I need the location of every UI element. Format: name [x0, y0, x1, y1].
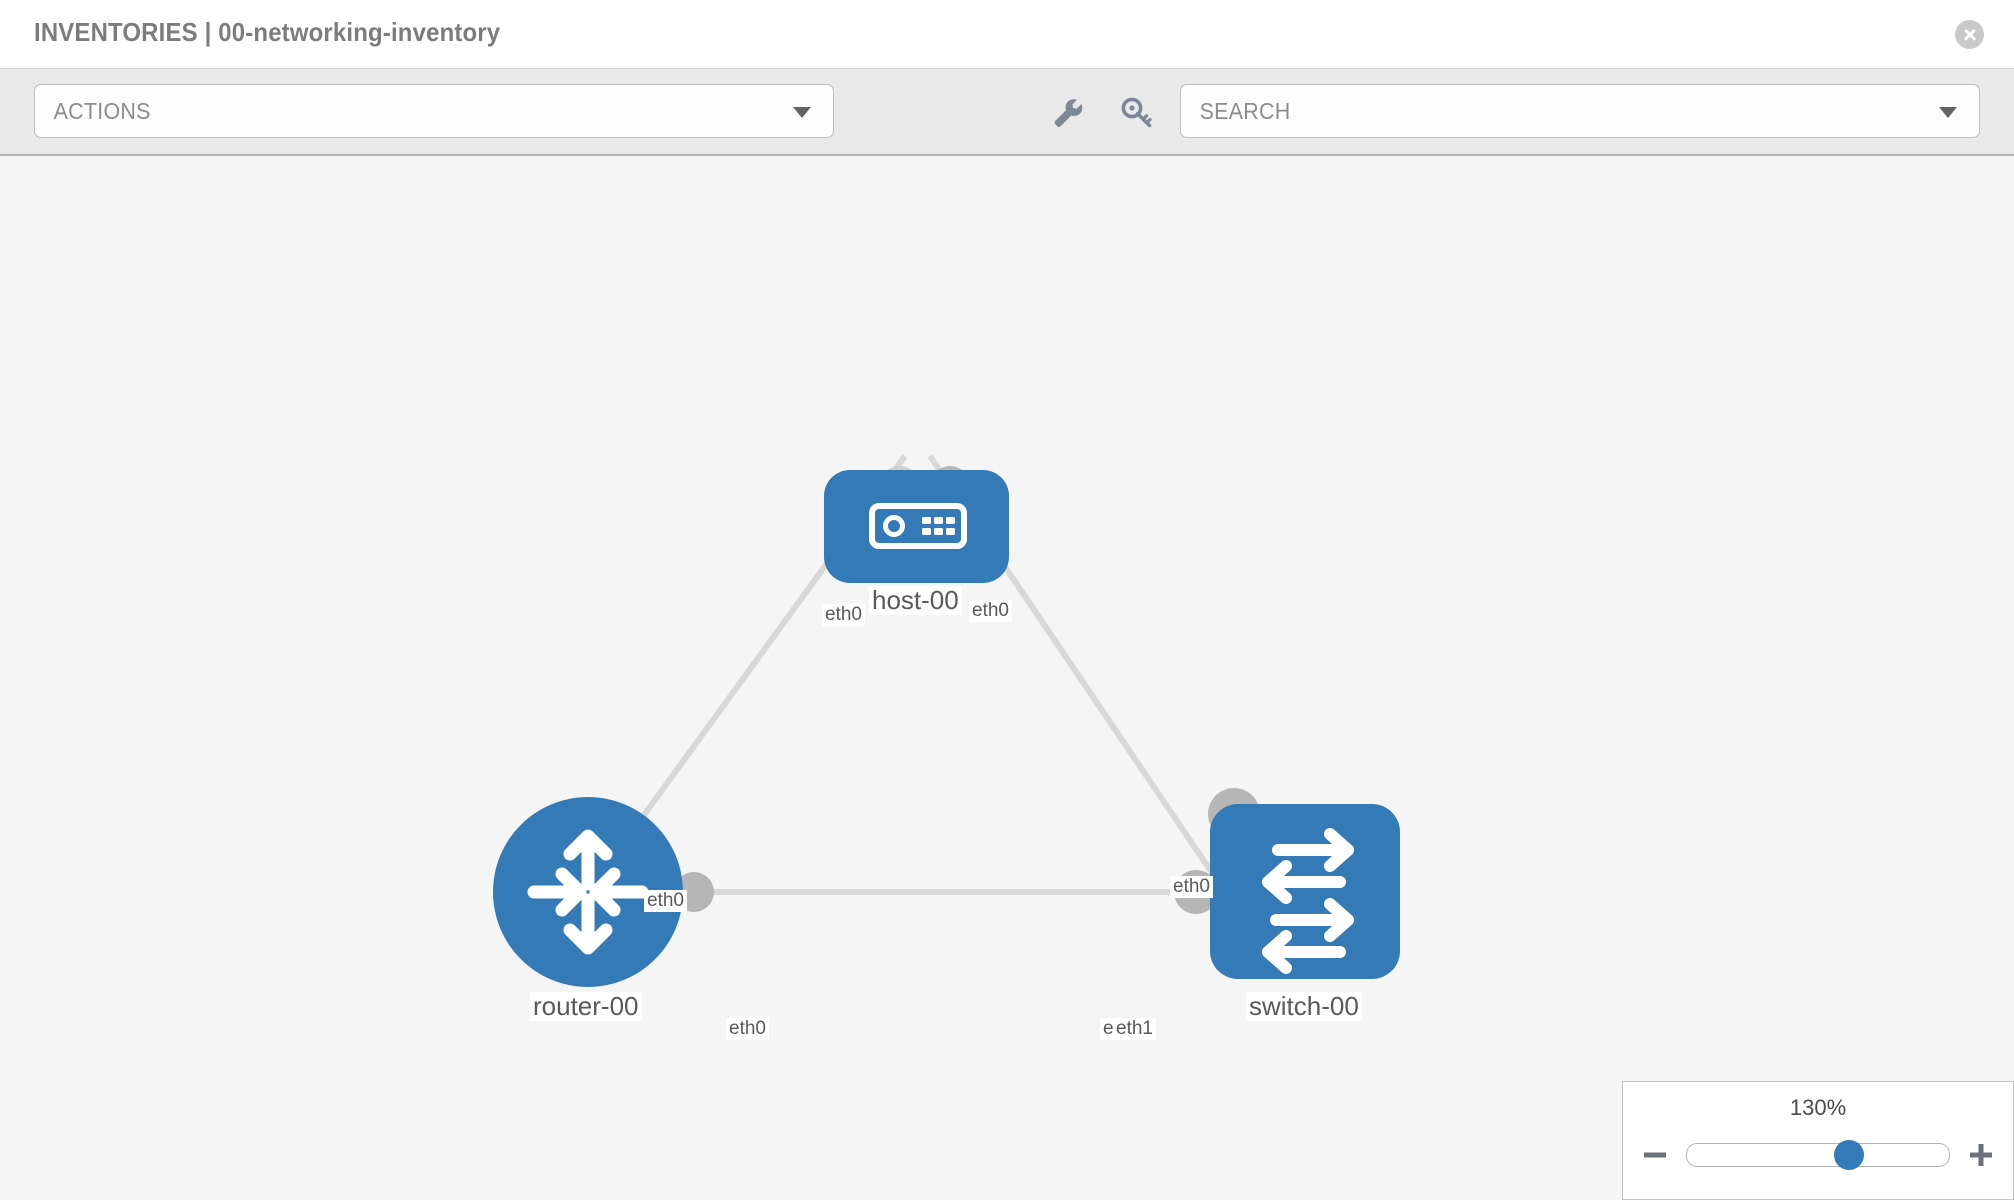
chevron-down-icon: [1939, 107, 1957, 118]
window-header: INVENTORIES | 00-networking-inventory: [0, 0, 2014, 68]
key-icon[interactable]: [1118, 93, 1158, 133]
actions-dropdown-label: ACTIONS: [53, 97, 151, 124]
chevron-down-icon: [793, 107, 811, 118]
node-router-00[interactable]: [493, 797, 683, 987]
zoom-slider-track[interactable]: [1686, 1140, 1950, 1170]
edge-label-host-switch-to: eth0: [1170, 876, 1213, 898]
wrench-icon[interactable]: [1047, 93, 1087, 133]
edge-label-router-switch-from: eth0: [726, 1018, 769, 1040]
zoom-slider-thumb[interactable]: [1834, 1140, 1865, 1170]
node-label-host-00: host-00: [869, 586, 962, 616]
node-switch-00[interactable]: [1210, 804, 1400, 979]
toolbar: ACTIONS SEARCH: [0, 68, 2014, 156]
edge-label-router-host-from: eth0: [822, 604, 865, 626]
node-label-router-00: router-00: [530, 992, 642, 1022]
edge-label-router-host-to: eth0: [644, 890, 687, 912]
node-host-00[interactable]: [824, 470, 1009, 583]
search-placeholder: SEARCH: [1199, 97, 1291, 124]
edge-label-host-switch-from: eth0: [969, 600, 1012, 622]
topology-graph: [493, 454, 1400, 987]
page-title: INVENTORIES | 00-networking-inventory: [34, 17, 501, 47]
search-input[interactable]: SEARCH: [1180, 84, 1980, 138]
zoom-percent-label: 130%: [1789, 1095, 1847, 1120]
close-icon[interactable]: [1955, 20, 1984, 49]
edge-label-router-switch-to: eth1: [1113, 1018, 1156, 1040]
actions-dropdown[interactable]: ACTIONS: [34, 84, 834, 138]
node-label-switch-00: switch-00: [1246, 992, 1362, 1022]
zoom-in-button[interactable]: [1968, 1142, 1994, 1168]
zoom-control-panel: 130%: [1622, 1081, 2014, 1200]
zoom-slider-row: [1623, 1135, 2013, 1175]
topology-canvas[interactable]: eth0 host-00 eth0 eth0 eth0 eth0 eth0 et…: [0, 156, 2014, 1200]
zoom-out-button[interactable]: [1642, 1142, 1668, 1168]
